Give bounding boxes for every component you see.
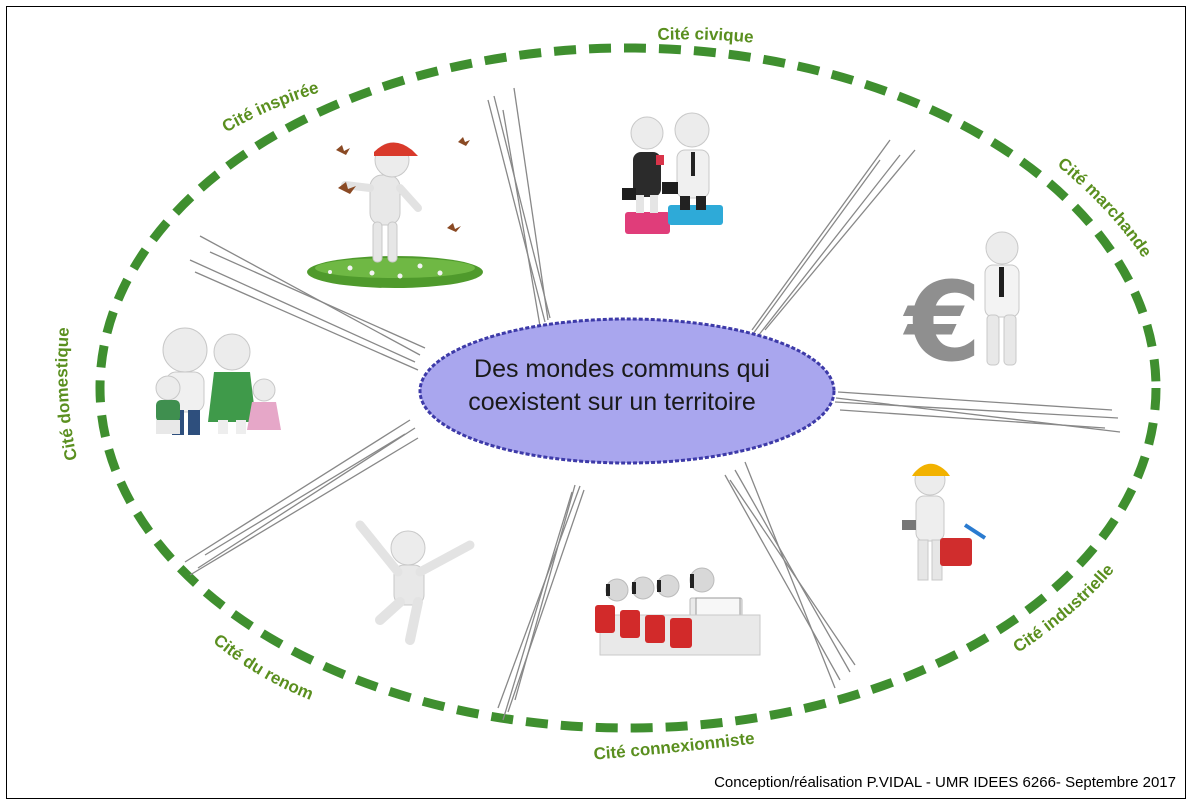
- ray-marchande-right: [834, 391, 1121, 433]
- call-center-illustration: [595, 567, 761, 656]
- label-cite-civique: Cité civique: [657, 24, 754, 46]
- ray-civique: [487, 87, 551, 327]
- ray-inspiree: [189, 235, 426, 371]
- ray-connexionniste: [497, 484, 585, 721]
- euro-icon: €: [902, 258, 982, 386]
- jumping-figure-illustration: [355, 520, 475, 645]
- label-cite-domestique: Cité domestique: [52, 327, 81, 463]
- center-text-line2: coexistent sur un territoire: [468, 388, 756, 416]
- butterfly-icon: [336, 137, 470, 232]
- civic-figures-illustration: [622, 112, 723, 234]
- credit-line: Conception/réalisation P.VIDAL - UMR IDE…: [714, 774, 1176, 791]
- center-text-line1: Des mondes communs qui: [474, 355, 770, 383]
- diagram-frame: [6, 6, 1186, 799]
- outer-dashed-ellipse: [95, 43, 1161, 733]
- market-figure-illustration: €: [902, 231, 1020, 386]
- center-bubble: Des mondes communs qui coexistent sur un…: [418, 317, 836, 465]
- ray-marchande: [749, 139, 916, 339]
- label-cite-connexionniste: Cité connexionniste: [593, 729, 756, 764]
- family-illustration: [155, 327, 281, 435]
- inspired-figure-illustration: [307, 137, 483, 288]
- ray-domestique: [184, 419, 419, 576]
- label-cite-inspiree: Cité inspirée: [219, 78, 321, 136]
- worker-illustration: [902, 463, 987, 581]
- ray-industrielle: [724, 461, 856, 689]
- ray-lines: [184, 87, 1121, 721]
- label-cite-du-renom: Cité du renom: [210, 630, 316, 704]
